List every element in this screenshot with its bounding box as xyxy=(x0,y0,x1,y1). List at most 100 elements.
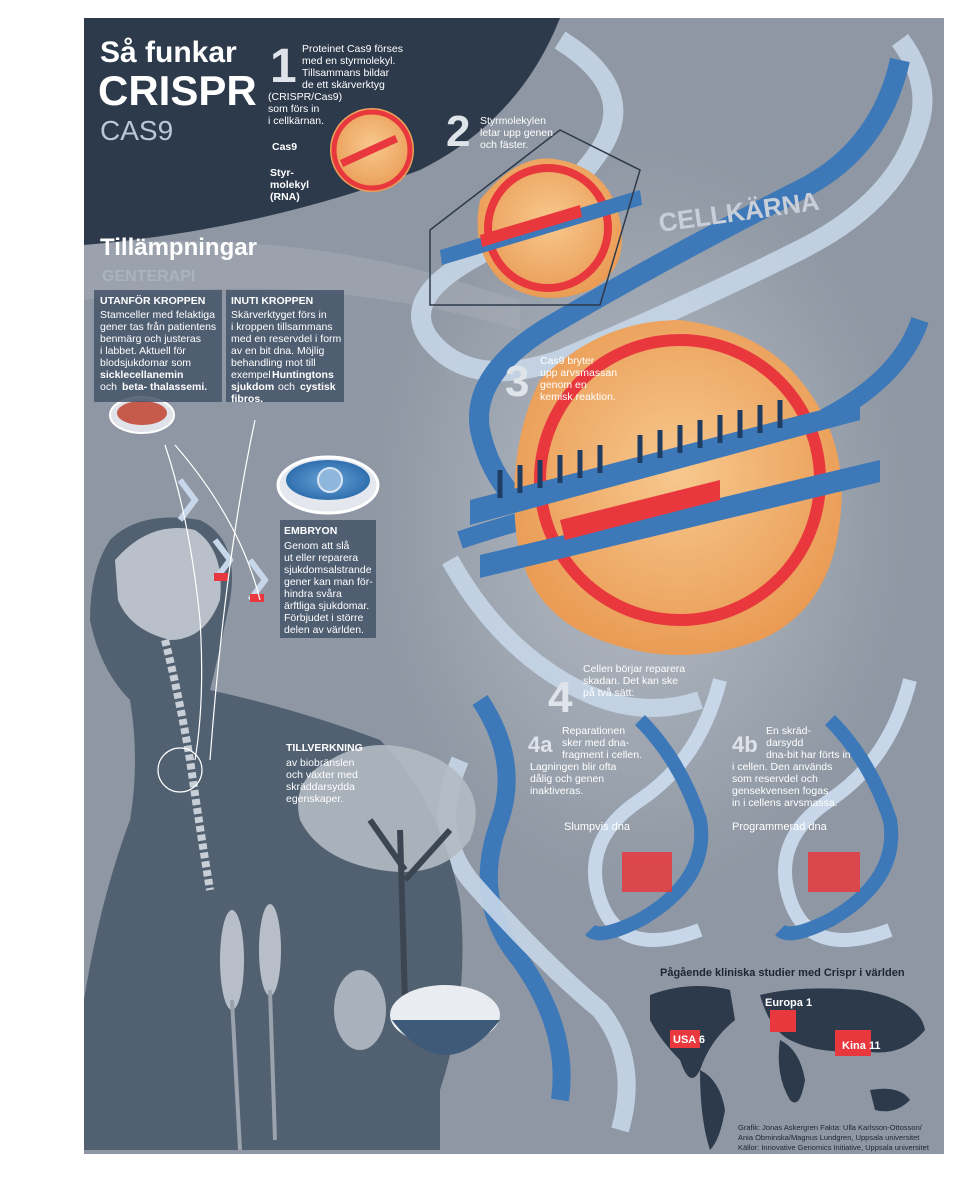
embryo-dish xyxy=(276,455,380,515)
step-4-number: 4 xyxy=(548,673,573,722)
petri-dish-stemcells xyxy=(109,396,175,434)
outside-line-3: benmärg och justeras xyxy=(100,333,201,345)
step-4b-line-4: i cellen. Den används xyxy=(732,761,832,773)
step-1-line-2: med en styrmolekyl. xyxy=(302,55,395,67)
inside-line-5: behandling mot till xyxy=(231,357,316,369)
inside-line-4: av en bit dna. Möjlig xyxy=(231,345,325,357)
inside-bold-1: Huntingtons xyxy=(272,369,334,381)
step-4-line-3: på två sätt: xyxy=(583,687,634,699)
step-1-line-3: Tillsammans bildar xyxy=(302,67,390,79)
title-line-2: CRISPR xyxy=(98,67,257,114)
cas9-label: Cas9 xyxy=(272,141,297,153)
cas9-illustration xyxy=(330,108,414,192)
embryo-line-2: ut eller reparera xyxy=(284,552,358,564)
embryo-line-5: hindra svåra xyxy=(284,588,342,600)
step-4b-line-3: dna-bit har förts in xyxy=(766,749,851,761)
embryo-line-4: gener kan man för- xyxy=(284,576,373,588)
manufacturing-line-1: av biobränslen xyxy=(286,757,354,769)
outside-line-4: i labbet. Aktuell för xyxy=(100,345,186,357)
guide-label-2: molekyl xyxy=(270,179,309,191)
dna-fragments xyxy=(177,478,269,602)
map-usa: USA 6 xyxy=(673,1034,705,1046)
inside-mid: och xyxy=(278,381,295,393)
outside-line-5: blodsjukdomar som xyxy=(100,357,191,369)
applications-subtitle: GENTERAPI xyxy=(102,268,195,285)
embryo-line-1: Genom att slå xyxy=(284,540,350,552)
step-1-line-6: som förs in xyxy=(268,103,320,115)
embryo-box xyxy=(280,520,376,638)
step-4b-line-6: gensekvensen fogas xyxy=(732,785,828,797)
random-dna-label: Slumpvis dna xyxy=(564,821,631,833)
manufacturing-line-4: egenskaper. xyxy=(286,793,343,805)
step-2-number: 2 xyxy=(446,107,470,156)
programmed-dna-label: Programmerad dna xyxy=(732,821,828,833)
outside-line-2: gener tas från patientens xyxy=(100,321,216,333)
guide-label-1: Styr- xyxy=(270,167,294,179)
embryo-line-3: sjukdomsalstrande xyxy=(284,564,372,576)
step-4b-line-2: darsydd xyxy=(766,737,804,749)
inside-line-3: med en reservdel i form xyxy=(231,333,342,345)
inside-line-1: Skärverktyget förs in xyxy=(231,309,327,321)
step-2-line-3: och fäster. xyxy=(480,139,528,151)
outside-line-1: Stamceller med felaktiga xyxy=(100,309,215,321)
title-line-1: Så funkar xyxy=(100,36,237,69)
outside-heading: UTANFÖR KROPPEN xyxy=(100,294,205,307)
step-4a-line-5: dålig och genen xyxy=(530,773,604,785)
step-2-line-2: letar upp genen xyxy=(480,127,553,139)
inside-bold-3: cystisk xyxy=(300,381,336,393)
step-1-number: 1 xyxy=(270,40,297,93)
step-2-line-1: Styrmolekylen xyxy=(480,115,546,127)
inside-line-2: i kroppen tillsammans xyxy=(231,321,333,333)
outside-box xyxy=(94,290,222,402)
zoom-box xyxy=(429,129,641,306)
outside-bold-2: beta- thalassemi. xyxy=(122,381,207,393)
step-4a-line-2: sker med dna- xyxy=(562,737,630,749)
manufacturing-line-2: och växter med xyxy=(286,769,358,781)
credit-line-2: Ania Obminska/Magnus Lundgren, Uppsala u… xyxy=(738,1133,920,1142)
inside-heading: INUTI KROPPEN xyxy=(231,295,313,307)
step-4b-line-5: som reservdel och xyxy=(732,773,818,785)
header-panel xyxy=(84,18,560,245)
outside-mid: och xyxy=(100,381,117,393)
step-3-line-1: Cas9 bryter xyxy=(540,355,595,367)
inside-bold-2: sjukdom xyxy=(231,381,274,393)
manufacturing-line-3: skräddarsydda xyxy=(286,781,355,793)
crops-illustration xyxy=(220,745,500,1151)
step-4b-line-1: En skräd- xyxy=(766,725,811,737)
world-map xyxy=(650,986,925,1150)
step-4a-number: 4a xyxy=(528,732,553,757)
applications-title: Tillämpningar xyxy=(100,234,257,261)
step-4-line-1: Cellen börjar reparera xyxy=(583,663,685,675)
nucleus-cut-illustration xyxy=(470,320,880,655)
embryo-line-8: delen av världen. xyxy=(284,624,364,636)
step-3-number: 3 xyxy=(505,357,529,406)
cas9-binding-illustration xyxy=(440,158,642,298)
step-4a-line-3: fragment i cellen. xyxy=(562,749,642,761)
step-4a-line-1: Reparationen xyxy=(562,725,625,737)
step-3-line-4: kemisk reaktion. xyxy=(540,391,616,403)
title-line-3: CAS9 xyxy=(100,115,173,146)
step-4b-number: 4b xyxy=(732,732,758,757)
process-arrows xyxy=(164,419,261,761)
manufacturing-heading: TILLVERKNING xyxy=(286,742,363,754)
map-europe: Europa 1 xyxy=(765,997,812,1009)
repair-helix-4b xyxy=(775,678,917,947)
inside-example: exempel xyxy=(231,369,271,381)
inside-box xyxy=(226,290,344,402)
step-1-line-5: (CRISPR/Cas9) xyxy=(268,91,342,103)
step-1-line-7: i cellkärnan. xyxy=(268,115,324,127)
step-4b-line-7: in i cellens arvsmassa. xyxy=(732,797,838,809)
step-1-line-4: de ett skärverktyg xyxy=(302,79,385,91)
embryo-line-6: ärftliga sjukdomar. xyxy=(284,600,369,612)
outside-bold-1: sicklecellanemin xyxy=(100,369,183,381)
header-shadow xyxy=(84,240,520,330)
inside-bold-4: fibros. xyxy=(231,393,263,405)
embryo-heading: EMBRYON xyxy=(284,525,337,537)
guide-label-3: (RNA) xyxy=(270,191,300,203)
repair-helix-4a xyxy=(585,678,727,947)
map-title: Pågående kliniska studier med Crispr i v… xyxy=(660,967,905,979)
map-china: Kina 11 xyxy=(842,1040,881,1052)
credit-line-1: Grafik: Jonas Askergren Fakta: Ulla Karl… xyxy=(738,1123,923,1132)
step-1-line-1: Proteinet Cas9 förses xyxy=(302,43,403,55)
